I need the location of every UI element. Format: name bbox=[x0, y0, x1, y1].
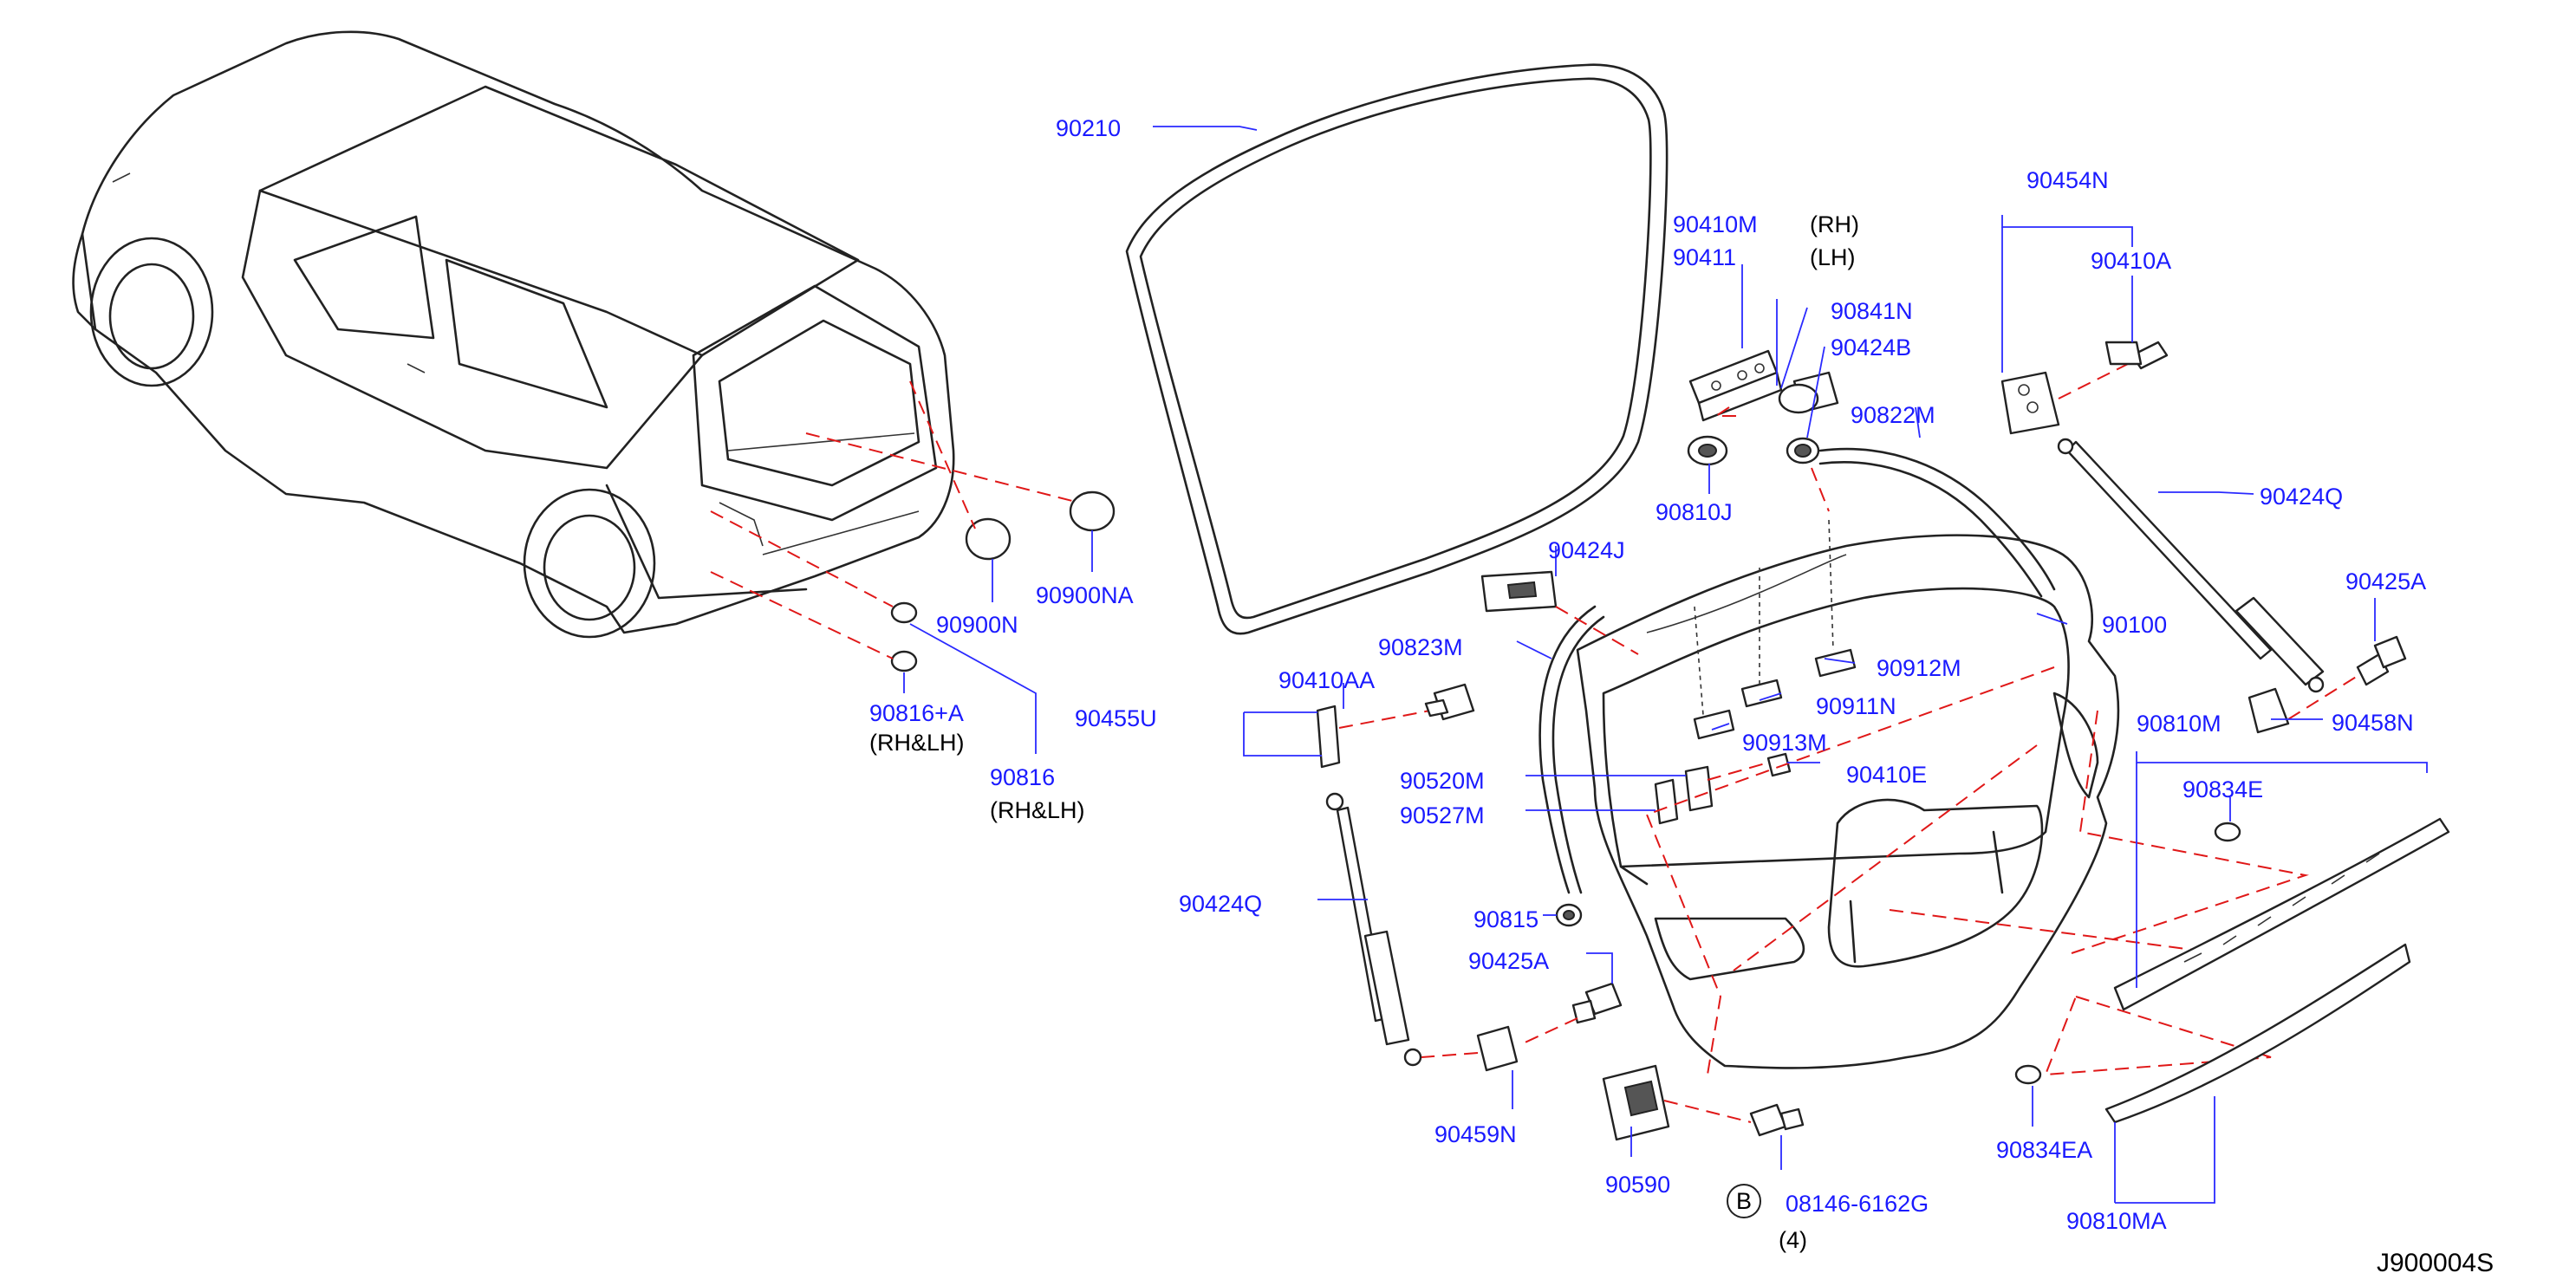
latch-group-left bbox=[1316, 683, 1475, 769]
switch-90815 bbox=[1555, 903, 1583, 927]
label-90210: 90210 bbox=[1056, 115, 1121, 141]
right-bracket-group bbox=[2247, 635, 2407, 734]
label-90810MA: 90810MA bbox=[2066, 1208, 2167, 1234]
label-90527M: 90527M bbox=[1400, 802, 1485, 828]
label-90455U: 90455U bbox=[1075, 705, 1157, 731]
label-90411: 90411 bbox=[1673, 244, 1736, 270]
left-bracket-group bbox=[1421, 982, 1623, 1072]
vehicle-illustration bbox=[72, 30, 955, 639]
label-90424Q-right: 90424Q bbox=[2260, 484, 2343, 510]
label-90815: 90815 bbox=[1473, 906, 1538, 932]
label-90459N: 90459N bbox=[1434, 1121, 1517, 1147]
label-90913M: 90913M bbox=[1742, 730, 1827, 756]
label-90841N: 90841N bbox=[1831, 298, 1913, 324]
side-molding-90823M bbox=[1538, 605, 1605, 894]
label-90816: 90816 bbox=[990, 764, 1055, 790]
label-90425A-left: 90425A bbox=[1468, 948, 1549, 974]
label-lh: (LH) bbox=[1810, 244, 1856, 270]
door-dashed-leaders bbox=[1645, 666, 2309, 1076]
car-dashed-leaders bbox=[710, 380, 1080, 659]
label-90590: 90590 bbox=[1605, 1172, 1670, 1198]
label-90424J: 90424J bbox=[1548, 537, 1625, 563]
right-hinge-group bbox=[2000, 341, 2169, 435]
label-90410E: 90410E bbox=[1846, 762, 1927, 788]
gas-strut-right bbox=[2057, 438, 2325, 693]
label-qty-4: (4) bbox=[1779, 1227, 1807, 1253]
hinge-assembly bbox=[1688, 349, 1783, 422]
label-90834EA: 90834EA bbox=[1996, 1137, 2092, 1163]
label-90900N: 90900N bbox=[936, 612, 1018, 638]
door-clips bbox=[1693, 519, 1857, 740]
label-90900NA: 90900NA bbox=[1036, 582, 1134, 608]
emblem-parts bbox=[890, 490, 1116, 672]
label-90810J: 90810J bbox=[1656, 499, 1733, 525]
controller-90590 bbox=[1602, 1064, 1805, 1141]
label-90454N: 90454N bbox=[2026, 167, 2109, 193]
label-90810M: 90810M bbox=[2137, 711, 2221, 737]
label-90410AA: 90410AA bbox=[1278, 667, 1375, 693]
b-marker-circle bbox=[1727, 1184, 1761, 1218]
gas-strut-left bbox=[1325, 792, 1422, 1067]
label-90816A: 90816+A bbox=[869, 700, 964, 726]
label-90911N: 90911N bbox=[1816, 693, 1896, 719]
rear-glass bbox=[1125, 63, 1669, 635]
label-90410A: 90410A bbox=[2091, 248, 2171, 274]
label-90822M: 90822M bbox=[1851, 402, 1935, 428]
finisher-90810MA bbox=[2014, 943, 2411, 1124]
label-rh-lh-1: (RH&LH) bbox=[869, 730, 965, 756]
part-labels: 90210 90410M (RH) 90411 (LH) 90841N 9042… bbox=[869, 115, 2426, 1253]
label-08146-6162G: 08146-6162G bbox=[1786, 1191, 1929, 1217]
label-90912M: 90912M bbox=[1877, 655, 1961, 681]
label-rh: (RH) bbox=[1810, 211, 1859, 237]
label-leaders bbox=[903, 126, 2428, 1204]
label-90424Q-left: 90424Q bbox=[1179, 891, 1262, 917]
label-90834E: 90834E bbox=[2182, 776, 2263, 802]
label-90520M: 90520M bbox=[1400, 768, 1485, 794]
diagram-code: J900004S bbox=[2377, 1249, 2494, 1277]
striker-group bbox=[1654, 752, 1792, 825]
spoiler-strip-90822M bbox=[1818, 447, 2056, 598]
label-rh-lh-2: (RH&LH) bbox=[990, 797, 1085, 823]
b-marker-label: B bbox=[1736, 1188, 1752, 1214]
label-90100: 90100 bbox=[2102, 612, 2167, 638]
label-90410M: 90410M bbox=[1673, 211, 1758, 237]
label-90425A-right: 90425A bbox=[2345, 568, 2426, 594]
bumper-pad-90424J bbox=[1480, 570, 1639, 655]
finisher-90810M bbox=[2113, 817, 2450, 1011]
label-90823M: 90823M bbox=[1378, 634, 1463, 660]
label-90424B: 90424B bbox=[1831, 334, 1911, 360]
label-90458N: 90458N bbox=[2332, 710, 2414, 736]
back-door-panel bbox=[1576, 534, 2120, 1069]
